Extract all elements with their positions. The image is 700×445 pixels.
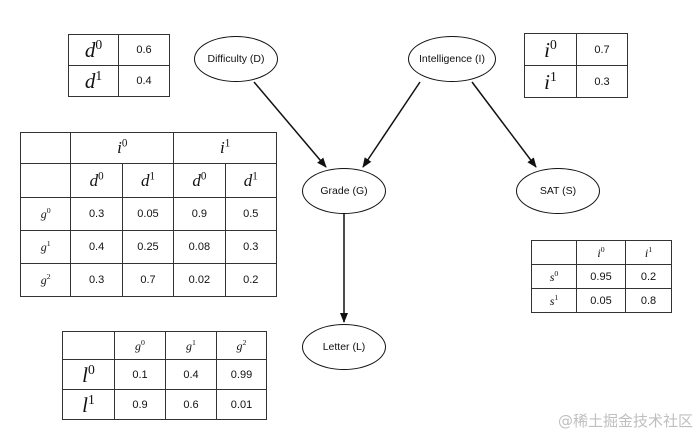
node-sat: SAT (S) xyxy=(516,168,600,214)
parent-header-g: g0 xyxy=(114,331,166,360)
parent-header-g: g2 xyxy=(216,331,267,360)
parent-header-i: i0 xyxy=(576,240,626,265)
probability-cell: 0.99 xyxy=(216,359,267,390)
edge-intelligence-sat xyxy=(471,81,537,168)
table-row: g0 0.3 0.05 0.9 0.5 xyxy=(19,197,278,231)
probability-cell: 0.8 xyxy=(625,288,672,313)
probability-cell: 0.4 xyxy=(165,359,217,390)
state-label: g2 xyxy=(19,263,72,297)
parent-header-d: d0 xyxy=(173,163,226,198)
state-label: i1 xyxy=(524,65,577,98)
probability-cell: 0.4 xyxy=(70,230,123,264)
cpd-table-letter: g0 g1 g2 l0 0.1 0.4 0.99 l1 0.9 0.6 0.01 xyxy=(62,331,267,420)
table-row: g2 0.3 0.7 0.02 0.2 xyxy=(19,263,278,297)
probability-cell: 0.6 xyxy=(118,34,170,66)
probability-cell: 0.9 xyxy=(173,197,226,231)
probability-cell: 0.2 xyxy=(224,263,278,297)
probability-cell: 0.3 xyxy=(70,197,123,231)
cpd-table-intelligence: i0 0.7 i1 0.3 xyxy=(524,33,628,98)
table-row: s0 0.95 0.2 xyxy=(531,264,672,289)
probability-cell: 0.02 xyxy=(173,263,226,297)
probability-cell: 0.2 xyxy=(625,264,672,289)
parent-header-d: d1 xyxy=(224,163,278,198)
table-row: s1 0.05 0.8 xyxy=(531,288,672,313)
parent-header-d: d0 xyxy=(70,163,123,198)
edge-difficulty-grade xyxy=(253,81,327,168)
table-row: d0 d1 d0 d1 xyxy=(19,163,278,198)
parent-header-d: d1 xyxy=(121,163,175,198)
table-row: i0 i1 xyxy=(531,240,672,265)
node-grade: Grade (G) xyxy=(302,168,386,214)
state-label: s0 xyxy=(531,264,577,289)
corner-cell xyxy=(531,240,577,265)
parent-header-i1: i1 xyxy=(173,132,277,164)
table-row: l1 0.9 0.6 0.01 xyxy=(62,389,267,420)
state-label: l1 xyxy=(62,389,115,420)
table-row: d1 0.4 xyxy=(68,65,170,97)
node-letter: Letter (L) xyxy=(302,324,386,370)
cpd-table-difficulty: d0 0.6 d1 0.4 xyxy=(68,34,170,97)
corner-cell xyxy=(62,331,115,360)
probability-cell: 0.25 xyxy=(121,230,175,264)
state-label: d1 xyxy=(68,65,119,97)
table-row: g0 g1 g2 xyxy=(62,331,267,360)
table-row: d0 0.6 xyxy=(68,34,170,66)
corner-cell xyxy=(19,163,72,198)
probability-cell: 0.7 xyxy=(121,263,175,297)
state-label: i0 xyxy=(524,33,577,66)
probability-cell: 0.3 xyxy=(70,263,123,297)
cpd-table-sat: i0 i1 s0 0.95 0.2 s1 0.05 0.8 xyxy=(531,240,672,313)
node-difficulty: Difficulty (D) xyxy=(194,36,278,82)
state-label: l0 xyxy=(62,359,115,390)
watermark: @稀土掘金技术社区 xyxy=(558,412,694,430)
table-row: g1 0.4 0.25 0.08 0.3 xyxy=(19,230,278,264)
parent-header-g: g1 xyxy=(165,331,217,360)
probability-cell: 0.05 xyxy=(121,197,175,231)
table-row: l0 0.1 0.4 0.99 xyxy=(62,359,267,390)
corner-cell xyxy=(19,132,72,164)
table-row: i0 i1 xyxy=(19,132,277,164)
probability-cell: 0.9 xyxy=(114,389,166,420)
probability-cell: 0.01 xyxy=(216,389,267,420)
probability-cell: 0.05 xyxy=(576,288,626,313)
probability-cell: 0.1 xyxy=(114,359,166,390)
table-row: i1 0.3 xyxy=(524,65,628,98)
probability-cell: 0.7 xyxy=(576,33,628,66)
probability-cell: 0.3 xyxy=(576,65,628,98)
state-label: d0 xyxy=(68,34,119,66)
table-row: i0 0.7 xyxy=(524,33,628,66)
parent-header-i: i1 xyxy=(625,240,672,265)
probability-cell: 0.3 xyxy=(224,230,278,264)
parent-header-i0: i0 xyxy=(70,132,175,164)
state-label: g0 xyxy=(19,197,72,231)
edge-intelligence-grade xyxy=(362,81,421,168)
probability-cell: 0.95 xyxy=(576,264,626,289)
state-label: s1 xyxy=(531,288,577,313)
probability-cell: 0.4 xyxy=(118,65,170,97)
node-intelligence: Intelligence (I) xyxy=(408,36,496,82)
cpd-table-grade: i0 i1 d0 d1 d0 d1 g0 0.3 0.05 0.9 0.5 g1… xyxy=(19,132,278,297)
probability-cell: 0.08 xyxy=(173,230,226,264)
probability-cell: 0.6 xyxy=(165,389,217,420)
state-label: g1 xyxy=(19,230,72,264)
probability-cell: 0.5 xyxy=(224,197,278,231)
